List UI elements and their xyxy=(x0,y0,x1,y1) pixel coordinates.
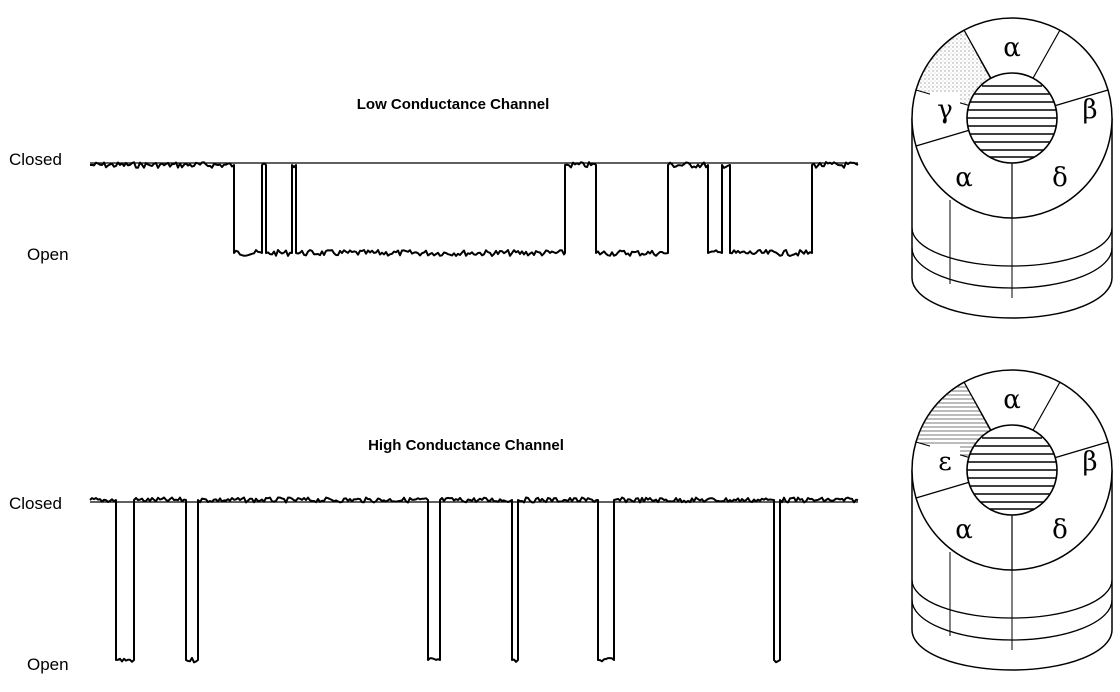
high-conductance-current-trace xyxy=(89,496,859,664)
subunit-epsilon-label: ε xyxy=(938,447,951,477)
low-open-label: Open xyxy=(27,245,69,264)
subunit-gamma-label: γ xyxy=(937,95,953,125)
subunit-beta-label: β xyxy=(1082,447,1097,477)
subunit-delta-label: δ xyxy=(1052,163,1068,193)
low-conductance-title: Low Conductance Channel xyxy=(356,96,550,113)
low-closed-label: Closed xyxy=(9,150,62,169)
subunit-beta-label: β xyxy=(1082,95,1097,125)
subunit-delta-label: δ xyxy=(1052,515,1068,545)
subunit-alpha-top-label: α xyxy=(1003,385,1021,415)
subunit-alpha-top-label: α xyxy=(1003,33,1021,63)
receptor-diagram-low: α β γ α δ xyxy=(911,17,1113,319)
subunit-alpha-bottom-label: α xyxy=(955,163,973,193)
low-conductance-current-trace xyxy=(89,161,859,257)
high-open-label: Open xyxy=(27,655,69,674)
receptor-diagram-high: α β ε α δ xyxy=(911,369,1113,671)
high-conductance-title: High Conductance Channel xyxy=(368,437,564,454)
high-closed-label: Closed xyxy=(9,494,62,513)
subunit-alpha-bottom-label: α xyxy=(955,515,973,545)
